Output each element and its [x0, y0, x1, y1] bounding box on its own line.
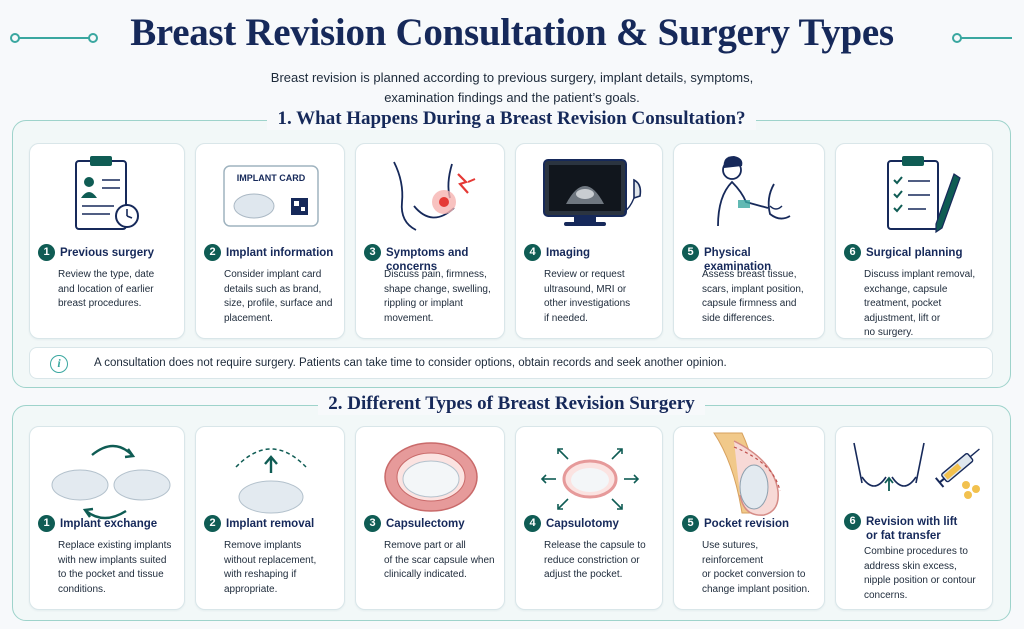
step-number: 5 — [682, 244, 699, 261]
step-number: 1 — [38, 515, 55, 532]
note-text: A consultation does not require surgery.… — [94, 357, 727, 369]
step-number: 3 — [364, 244, 381, 261]
card-heading: Implant exchange — [60, 518, 158, 530]
page-title: Breast Revision Consultation & Surgery T… — [130, 11, 894, 54]
surgery-card-pocket-revision: 5 Pocket revision Use sutures, reinforce… — [673, 426, 825, 610]
card-heading: Symptoms and concerns — [386, 247, 469, 273]
implant-card-icon: IMPLANT CARD — [223, 165, 319, 227]
consult-card-previous-surgery: 1 Previous surgery Review the type, date… — [29, 143, 185, 339]
card-heading: Capsulotomy — [546, 518, 619, 530]
card-heading: Implant information — [226, 247, 334, 259]
step-number: 3 — [364, 515, 381, 532]
subtitle-line: Breast revision is planned according to … — [270, 70, 754, 85]
step-number: 2 — [204, 515, 221, 532]
card-description: Discuss implant removal,exchange, capsul… — [864, 269, 976, 338]
checklist-pen-icon — [887, 156, 961, 234]
consultation-note: i A consultation does not require surger… — [29, 347, 993, 379]
step-number: 1 — [38, 244, 55, 261]
capsulectomy-icon — [384, 442, 478, 512]
subtitle-line: examination findings and the patient’s g… — [384, 90, 640, 105]
step-number: 6 — [844, 513, 861, 530]
card-description: Assess breast tissue,scars, implant posi… — [702, 269, 804, 324]
consult-card-surgical-planning: 6 Surgical planning Discuss implant remo… — [835, 143, 993, 339]
card-heading: Imaging — [546, 247, 591, 259]
section-title: 1. What Happens During a Breast Revision… — [267, 108, 756, 130]
consult-card-physical-exam: 5 Physical examination Assess breast tis… — [673, 143, 825, 339]
step-number: 4 — [524, 244, 541, 261]
consult-card-symptoms: 3 Symptoms and concerns Discuss pain, fi… — [355, 143, 505, 339]
capsulotomy-icon — [540, 448, 640, 510]
consultation-section: 1. What Happens During a Breast Revision… — [12, 108, 1011, 388]
implant-card-label: IMPLANT CARD — [237, 173, 306, 183]
subtitle: Breast revision is planned according to … — [0, 68, 1024, 108]
step-number: 4 — [524, 515, 541, 532]
step-number: 5 — [682, 515, 699, 532]
step-number: 6 — [844, 244, 861, 261]
surgery-types-section: 2. Different Types of Breast Revision Su… — [12, 393, 1011, 621]
pocket-revision-icon — [713, 432, 781, 516]
lift-fat-transfer-icon — [853, 442, 980, 499]
surgery-card-implant-exchange: 1 Implant exchange Replace existing impl… — [29, 426, 185, 610]
ultrasound-monitor-icon — [543, 159, 642, 226]
implant-exchange-icon — [51, 444, 171, 520]
card-heading: Pocket revision — [704, 518, 790, 530]
title-decoration-right — [952, 33, 1012, 43]
step-number: 2 — [204, 244, 221, 261]
card-heading: Previous surgery — [60, 247, 154, 259]
card-heading: Physical examination — [704, 247, 772, 273]
clipboard-person-clock-icon — [75, 156, 139, 230]
info-icon: i — [50, 355, 68, 373]
implant-removal-icon — [235, 448, 307, 514]
card-heading: Surgical planning — [866, 247, 963, 259]
card-heading: Implant removal — [226, 518, 315, 530]
physical-exam-icon — [717, 156, 791, 227]
header: Breast Revision Consultation & Surgery T… — [0, 10, 1024, 60]
card-description: Discuss pain, firmness,shape change, swe… — [384, 269, 491, 324]
consult-card-implant-information: IMPLANT CARD 2 Implant information Consi… — [195, 143, 345, 339]
title-decoration-left — [10, 33, 98, 43]
card-heading: Capsulectomy — [386, 518, 465, 530]
section-title: 2. Different Types of Breast Revision Su… — [318, 393, 705, 415]
breast-pain-icon — [393, 161, 476, 231]
